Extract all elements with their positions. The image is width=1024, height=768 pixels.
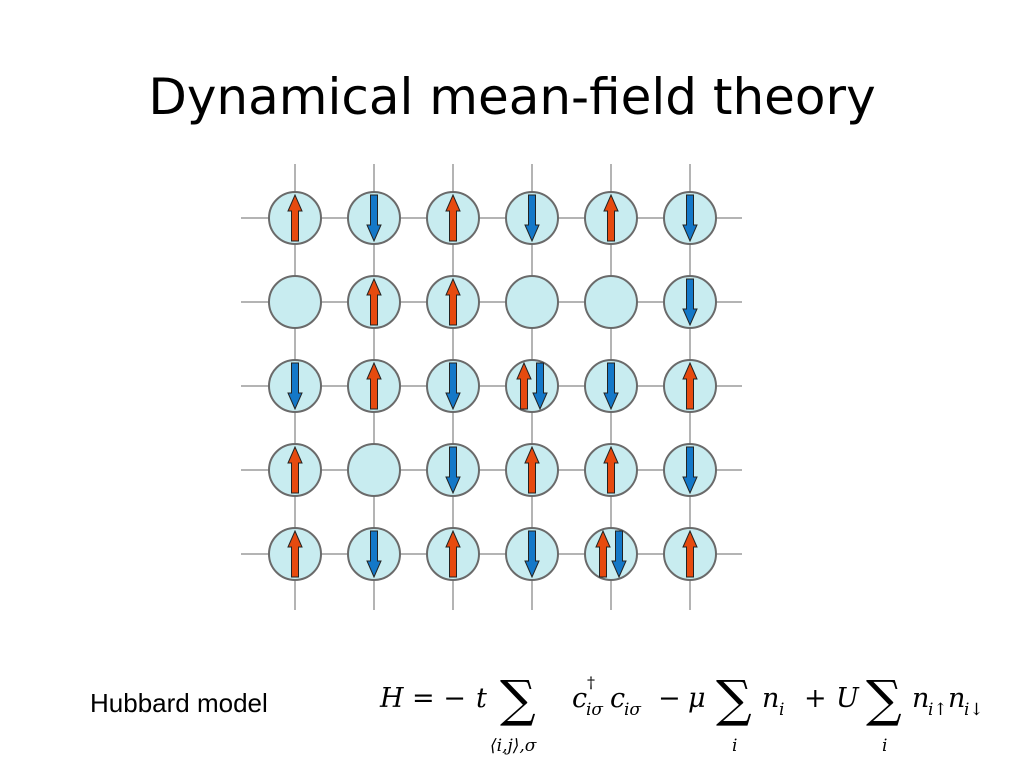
- formula-mu: μ: [688, 683, 706, 714]
- formula-plus: +: [804, 683, 827, 714]
- formula-sum-3: ∑: [866, 670, 902, 728]
- lattice-site-empty: [268, 275, 322, 329]
- formula-sum-3-index: i: [882, 736, 888, 756]
- spin-down-arrow-icon: [682, 278, 698, 327]
- spin-down-arrow-icon: [682, 194, 698, 243]
- spin-up-arrow-icon: [682, 529, 698, 578]
- formula-sum-1: ∑: [500, 670, 536, 728]
- spin-down-arrow-icon: [524, 194, 540, 243]
- formula-n-up: n: [912, 683, 930, 714]
- formula-t: t: [476, 683, 487, 714]
- lattice-site-double: [584, 527, 638, 581]
- spin-down-arrow-icon: [287, 362, 303, 411]
- spin-up-arrow-icon: [287, 193, 303, 242]
- spin-down-arrow-icon: [445, 362, 461, 411]
- spin-down-arrow-icon: [682, 446, 698, 495]
- lattice-site-empty: [505, 275, 559, 329]
- hubbard-hamiltonian-formula: H = − t ∑ ⟨i,j⟩,σ c † iσ c iσ − μ ∑ i n …: [378, 664, 1018, 764]
- formula-H: H: [380, 683, 404, 714]
- caption-hubbard-model: Hubbard model: [90, 688, 268, 718]
- spin-up-arrow-icon: [603, 445, 619, 494]
- spin-down-arrow-icon: [366, 194, 382, 243]
- spin-up-arrow-icon: [682, 361, 698, 410]
- formula-n-up-index: i↑: [928, 700, 948, 720]
- formula-n-down-index: i↓: [964, 700, 984, 720]
- spin-up-arrow-icon: [445, 193, 461, 242]
- formula-c-dagger-index: iσ: [586, 700, 604, 720]
- spin-down-arrow-icon: [532, 362, 548, 411]
- formula-U: U: [836, 683, 859, 714]
- spin-up-arrow-icon: [524, 445, 540, 494]
- formula-n-i: n: [762, 683, 780, 714]
- lattice-site-empty: [584, 275, 638, 329]
- spin-down-arrow-icon: [445, 446, 461, 495]
- spin-up-arrow-icon: [366, 277, 382, 326]
- formula-c-index: iσ: [624, 700, 642, 720]
- spin-up-arrow-icon: [603, 193, 619, 242]
- spin-up-arrow-icon: [445, 529, 461, 578]
- spin-down-arrow-icon: [524, 530, 540, 579]
- spin-up-arrow-icon: [445, 277, 461, 326]
- formula-sum-2: ∑: [716, 670, 752, 728]
- spin-up-arrow-icon: [366, 361, 382, 410]
- spin-up-arrow-icon: [287, 529, 303, 578]
- spin-up-arrow-icon: [516, 361, 532, 410]
- formula-sum-1-index: ⟨i,j⟩,σ: [490, 736, 537, 756]
- spin-up-arrow-icon: [287, 445, 303, 494]
- formula-c-dagger: c: [572, 683, 588, 714]
- formula-sum-2-index: i: [732, 736, 738, 756]
- formula-dagger: †: [587, 673, 595, 692]
- formula-n-i-index: i: [779, 700, 785, 720]
- lattice-site-double: [505, 359, 559, 413]
- formula-minus: −: [658, 683, 681, 714]
- spin-up-arrow-icon: [595, 529, 611, 578]
- formula-c: c: [610, 683, 626, 714]
- spin-down-arrow-icon: [366, 530, 382, 579]
- spin-down-arrow-icon: [603, 362, 619, 411]
- formula-equals-minus: = −: [412, 683, 466, 714]
- slide-title: Dynamical mean-field theory: [148, 68, 876, 126]
- formula-n-down: n: [948, 683, 966, 714]
- lattice-site-empty: [347, 443, 401, 497]
- spin-down-arrow-icon: [611, 530, 627, 579]
